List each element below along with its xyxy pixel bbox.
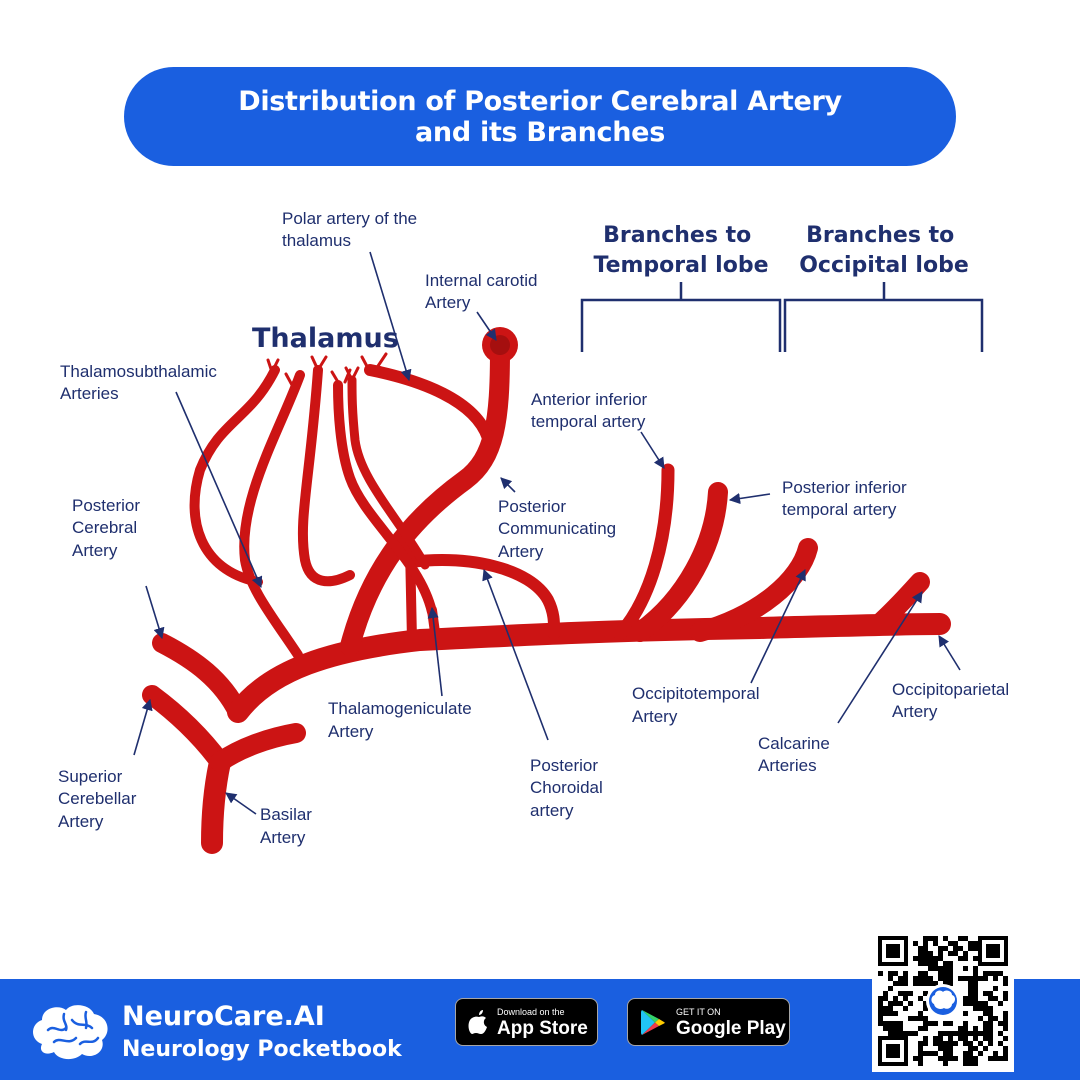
pointer-posterior-inferior-temporal: [728, 492, 771, 505]
pointer-occipitotemporal: [750, 568, 806, 684]
google-play-icon: [641, 1010, 665, 1035]
bracket-occipital: [783, 282, 984, 352]
label-posterior-choroidal: Posterior Choroidal artery: [530, 756, 608, 820]
title-banner: Distribution of Posterior Cerebral Arter…: [124, 67, 956, 166]
calcarine-artery: [868, 572, 930, 635]
app-store-big-text: App Store: [497, 1018, 588, 1039]
pointer-thalamogeniculate: [427, 606, 443, 697]
thalamogeniculate-inner: [347, 375, 430, 570]
header-temporal: Branches to Temporal lobe: [593, 223, 768, 278]
internal-carotid-lumen: [490, 335, 510, 355]
thalamogeniculate-artery: [333, 380, 437, 617]
pca-diagram: Branches to Temporal lobe Branches to Oc…: [58, 209, 1014, 854]
occipitotemporal-artery: [690, 538, 818, 642]
google-play-small-text: GET IT ON: [676, 1007, 721, 1017]
label-posterior-communicating: Posterior Communicating Artery: [498, 497, 621, 561]
title-line-2: and its Branches: [415, 116, 665, 148]
app-store-small-text: Download on the: [497, 1007, 565, 1017]
pointer-superior-cerebellar: [133, 698, 153, 756]
posterior-cerebral-artery: [227, 613, 951, 723]
pointer-internal-carotid: [476, 311, 497, 341]
posterior-inferior-temporal-artery: [630, 482, 728, 642]
pointer-anterior-inferior-temporal: [640, 431, 665, 469]
brand-subtitle: Neurology Pocketbook: [122, 1037, 402, 1062]
posterior-communicating-artery: [340, 340, 510, 656]
apple-icon: [468, 1010, 487, 1034]
thalamus-label: Thalamus: [252, 323, 399, 354]
brand-name: NeuroCare.AI: [122, 1001, 325, 1032]
pointer-occipitoparietal: [938, 635, 961, 671]
label-calcarine: Calcarine Arteries: [758, 734, 835, 775]
label-basilar: Basilar Artery: [260, 805, 317, 847]
pointer-posterior-choroidal: [482, 568, 549, 741]
pointer-calcarine: [837, 591, 923, 724]
label-occipitotemporal: Occipitotemporal Artery: [632, 684, 764, 726]
pointer-polar: [369, 251, 412, 382]
anterior-inferior-temporal-artery: [613, 463, 675, 641]
pointer-posterior-communicating: [500, 477, 516, 493]
thalamus-twigs: [266, 352, 388, 387]
header-occipital: Branches to Occipital lobe: [799, 223, 969, 278]
label-pointers: [133, 251, 961, 815]
brain-logo-icon: [33, 1005, 108, 1060]
label-superior-cerebellar: Superior Cerebellar Artery: [58, 767, 141, 831]
qr-code-graphic: [876, 934, 1010, 1068]
label-posterior-cerebral: Posterior Cerebral Artery: [72, 496, 145, 560]
thalamosubthalamic-loop-3: [297, 365, 355, 587]
pointer-posterior-cerebral: [145, 585, 165, 640]
label-thalamosubthalamic: Thalamosubthalamic Arteries: [60, 362, 222, 403]
title-line-1: Distribution of Posterior Cerebral Arter…: [238, 85, 842, 117]
thalamosubthalamic-loop-2: [189, 365, 280, 587]
label-thalamogeniculate: Thalamogeniculate Artery: [328, 699, 476, 741]
label-anterior-inferior-temporal: Anterior inferior temporal artery: [531, 390, 652, 431]
thalamosubthalamic-loop-1: [239, 370, 305, 660]
brackets: [580, 282, 984, 352]
polar-artery: [364, 364, 494, 444]
label-posterior-inferior-temporal: Posterior inferior temporal artery: [782, 478, 911, 519]
app-store-badge[interactable]: Download on the App Store: [455, 998, 598, 1046]
superior-cerebellar-branch: [210, 723, 306, 772]
label-internal-carotid: Internal carotid Artery: [425, 271, 542, 312]
google-play-big-text: Google Play: [676, 1018, 786, 1039]
posterior-choroidal-artery: [404, 554, 561, 640]
pointer-basilar: [225, 792, 257, 815]
label-occipitoparietal: Occipitoparietal Artery: [892, 680, 1014, 721]
pointer-thalamosubthalamic: [175, 391, 263, 589]
label-polar-artery: Polar artery of the thalamus: [282, 209, 422, 250]
google-play-badge[interactable]: GET IT ON Google Play: [627, 998, 790, 1046]
bracket-temporal: [580, 282, 782, 352]
superior-cerebellar-trunk: [142, 685, 230, 772]
qr-code[interactable]: [872, 930, 1014, 1072]
basilar-artery: [201, 751, 231, 854]
